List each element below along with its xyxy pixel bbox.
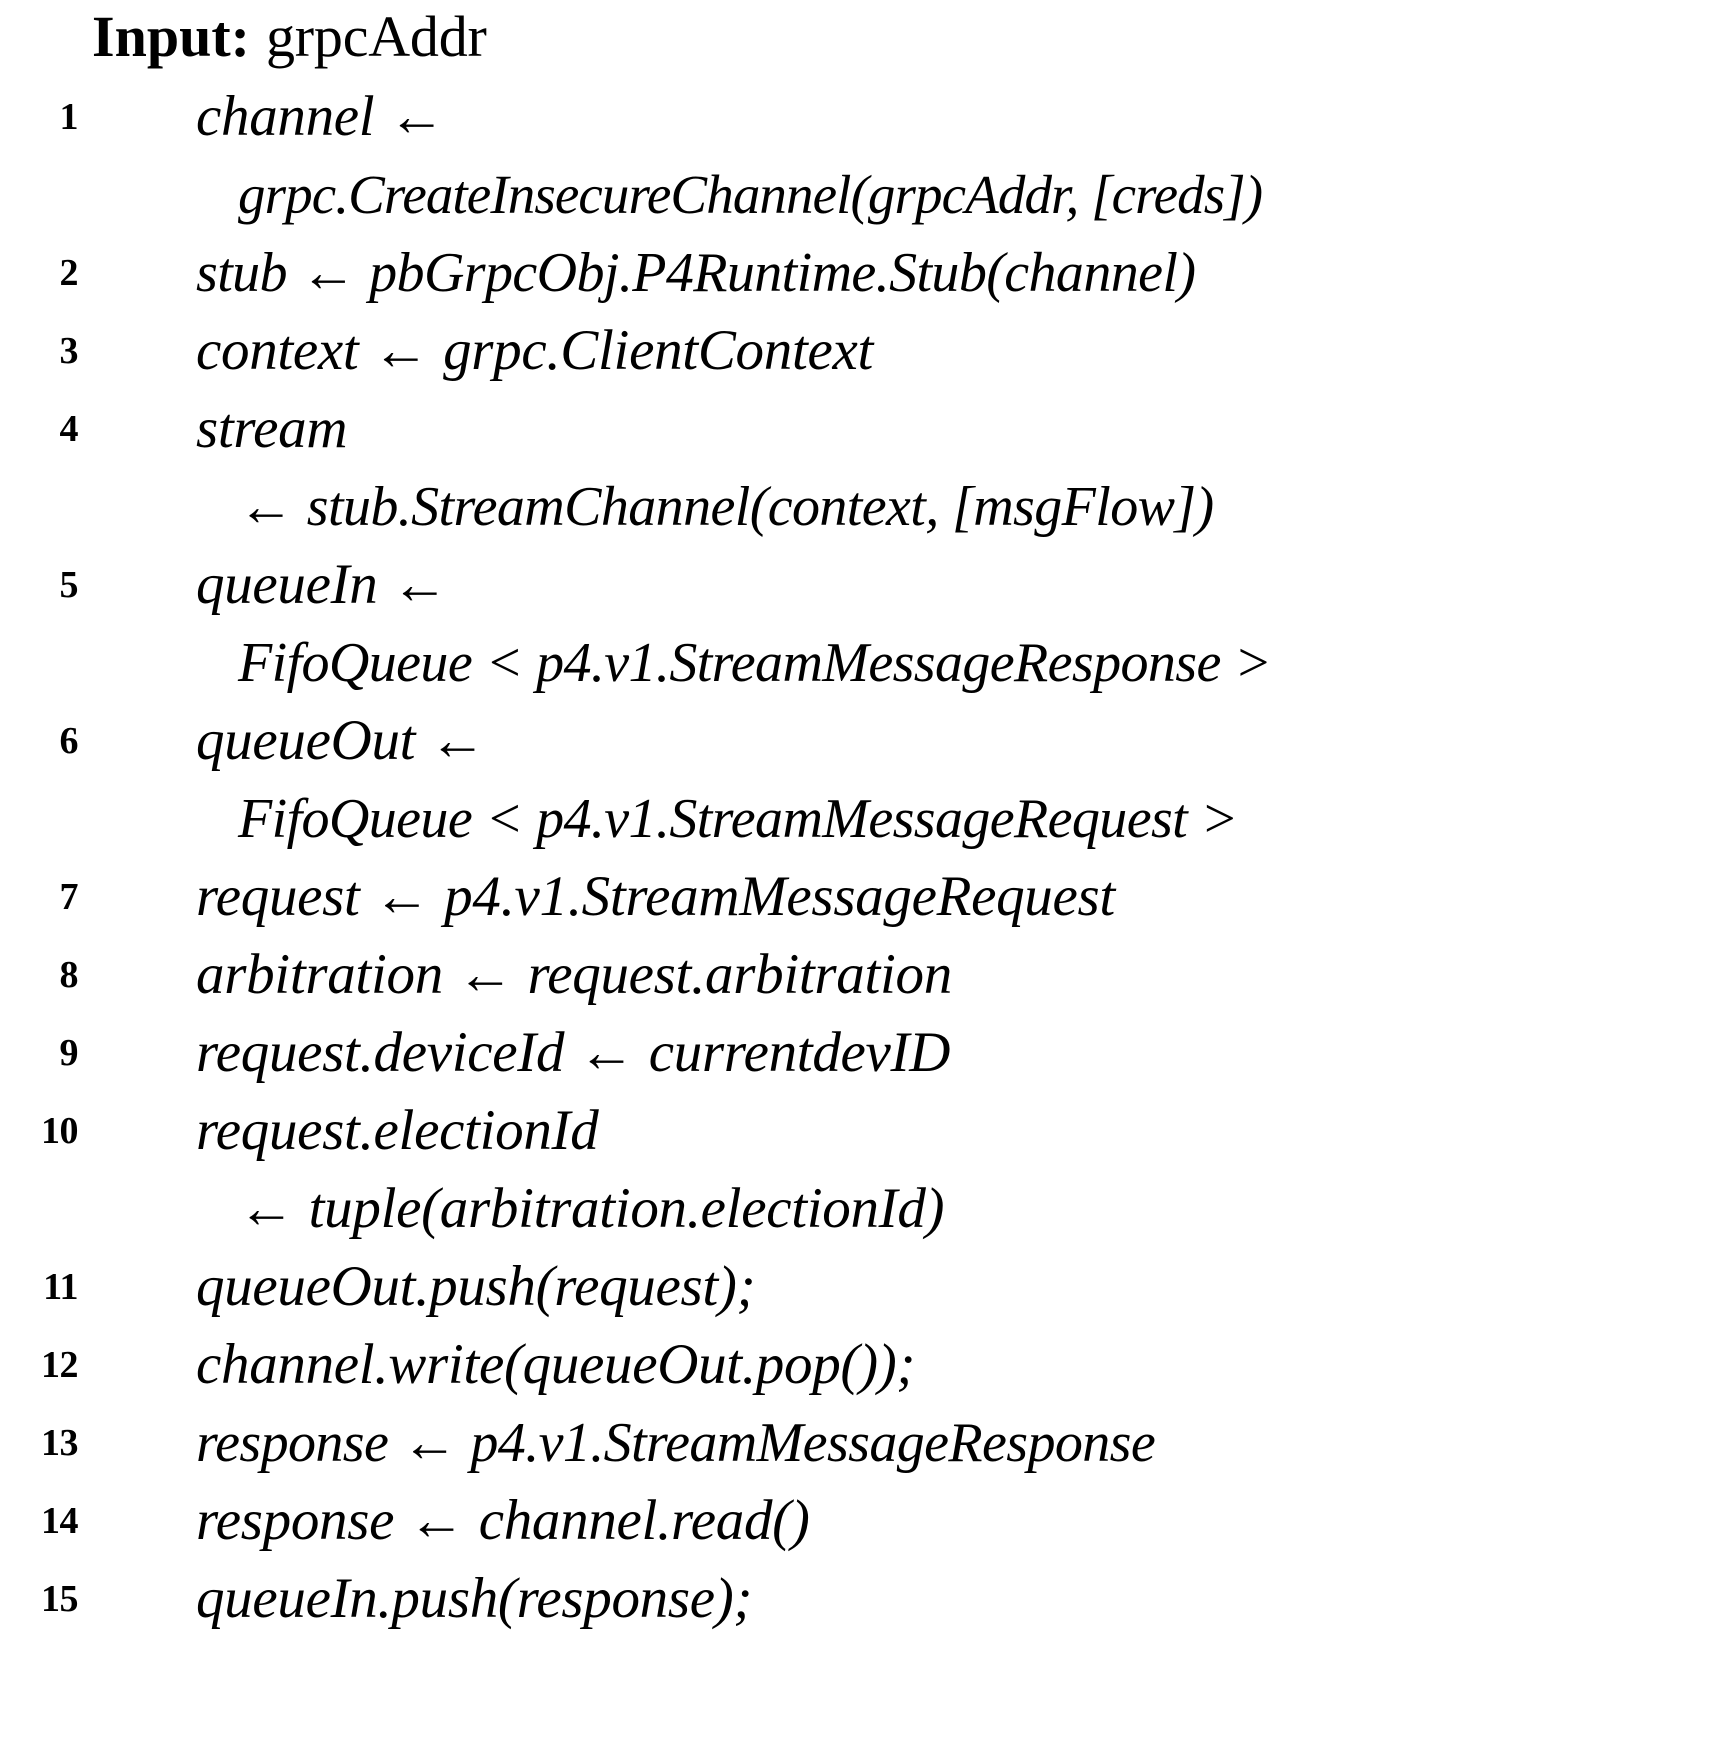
- step-code-line: request ← p4.v1.StreamMessageRequest: [196, 865, 1115, 928]
- step-line-number: 8: [59, 954, 79, 996]
- step-code-body: channel.write(queueOut.pop());: [78, 1326, 1734, 1404]
- algorithm-step-row: 15 queueIn.push(response);: [0, 1560, 1734, 1638]
- step-line-number: 1: [59, 96, 79, 138]
- step-code-body: request.deviceId ← currentdevID: [78, 1014, 1734, 1092]
- step-line-number: 6: [59, 720, 79, 762]
- step-code-body: stub ← pbGrpcObj.P4Runtime.Stub(channel): [78, 234, 1734, 312]
- step-code-line: response ← p4.v1.StreamMessageResponse: [196, 1412, 1156, 1474]
- step-code-continuation-line: ← stub.StreamChannel(context, [msgFlow]): [238, 476, 1214, 538]
- step-code-body: context ← grpc.ClientContext: [78, 312, 1734, 390]
- step-code-body: response ← channel.read(): [78, 1482, 1734, 1560]
- step-code-body: request ← p4.v1.StreamMessageRequest: [78, 858, 1734, 936]
- step-line-number: 13: [41, 1422, 79, 1464]
- step-code-line: queueIn ←: [196, 553, 449, 616]
- step-code-line: stub ← pbGrpcObj.P4Runtime.Stub(channel): [196, 242, 1196, 304]
- step-line-number: 11: [43, 1266, 78, 1308]
- step-code-line: request.electionId: [196, 1099, 599, 1162]
- step-line-number: 5: [59, 564, 79, 606]
- step-line-number: 10: [41, 1110, 79, 1152]
- algorithm-step-row: 7 request ← p4.v1.StreamMessageRequest: [0, 858, 1734, 936]
- algorithm-step-row: 8 arbitration ← request.arbitration: [0, 936, 1734, 1014]
- step-code-continuation-line: grpc.CreateInsecureChannel(grpcAddr, [cr…: [238, 164, 1263, 225]
- algorithm-step-row: 10 request.electionId ← tuple(arbitration.…: [0, 1092, 1734, 1248]
- step-code-line: request.deviceId ← currentdevID: [196, 1021, 951, 1084]
- step-code-line: queueOut ←: [196, 709, 486, 772]
- step-code-line: queueOut.push(request);: [196, 1255, 756, 1318]
- algorithm-step-row: 3 context ← grpc.ClientContext: [0, 312, 1734, 390]
- step-code-continuation-line: FifoQueue < p4.v1.StreamMessageResponse …: [238, 632, 1272, 694]
- step-code-line: queueIn.push(response);: [196, 1567, 753, 1630]
- step-line-number: 15: [41, 1578, 79, 1620]
- algorithm-input-header: Input:grpcAddr: [0, 0, 1734, 74]
- algorithm-step-row: 12 channel.write(queueOut.pop());: [0, 1326, 1734, 1404]
- algorithm-steps-list: 1 channel ← grpc.CreateInsecureChannel(grp…: [0, 78, 1734, 1638]
- step-line-number: 4: [59, 408, 79, 450]
- algorithm-step-row: 1 channel ← grpc.CreateInsecureChannel(grp…: [0, 78, 1734, 234]
- step-code-body: queueIn.push(response);: [78, 1560, 1734, 1638]
- algorithm-step-row: 4 stream ← stub.StreamChannel(context, [ms…: [0, 390, 1734, 546]
- step-code-continuation-line: FifoQueue < p4.v1.StreamMessageRequest >: [238, 788, 1238, 850]
- step-line-number: 9: [59, 1032, 79, 1074]
- step-code-line: channel.write(queueOut.pop());: [196, 1333, 916, 1396]
- step-code-line: arbitration ← request.arbitration: [196, 943, 952, 1006]
- step-code-body: stream ← stub.StreamChannel(context, [msg…: [78, 390, 1734, 546]
- algorithm-step-row: 11 queueOut.push(request);: [0, 1248, 1734, 1326]
- step-code-body: queueOut.push(request);: [78, 1248, 1734, 1326]
- algorithm-step-row: 9 request.deviceId ← currentdevID: [0, 1014, 1734, 1092]
- algorithm-step-row: 6 queueOut ← FifoQueue < p4.v1.StreamMessa…: [0, 702, 1734, 858]
- step-code-body: queueIn ← FifoQueue < p4.v1.StreamMessage…: [78, 546, 1734, 702]
- input-label: Input:: [92, 4, 250, 69]
- step-code-body: arbitration ← request.arbitration: [78, 936, 1734, 1014]
- step-line-number: 12: [41, 1344, 79, 1386]
- step-code-body: request.electionId ← tuple(arbitration.el…: [78, 1092, 1734, 1248]
- algorithm-step-row: 14 response ← channel.read(): [0, 1482, 1734, 1560]
- step-line-number: 3: [59, 330, 79, 372]
- algorithm-step-row: 5 queueIn ← FifoQueue < p4.v1.StreamMessag…: [0, 546, 1734, 702]
- algorithm-step-row: 2 stub ← pbGrpcObj.P4Runtime.Stub(channel…: [0, 234, 1734, 312]
- step-line-number: 2: [59, 252, 79, 294]
- step-code-line: channel ←: [196, 85, 445, 148]
- step-code-body: channel ← grpc.CreateInsecureChannel(grpc…: [78, 78, 1734, 234]
- step-code-line: context ← grpc.ClientContext: [196, 319, 874, 382]
- step-code-line: stream: [196, 397, 348, 460]
- step-code-body: queueOut ← FifoQueue < p4.v1.StreamMessag…: [78, 702, 1734, 858]
- step-line-number: 7: [59, 876, 79, 918]
- step-line-number: 14: [41, 1500, 79, 1542]
- step-code-body: response ← p4.v1.StreamMessageResponse: [78, 1404, 1734, 1482]
- step-code-continuation-line: ← tuple(arbitration.electionId): [238, 1177, 945, 1240]
- step-code-line: response ← channel.read(): [196, 1489, 810, 1552]
- input-parameter-name: grpcAddr: [265, 4, 487, 69]
- algorithm-step-row: 13 response ← p4.v1.StreamMessageResponse: [0, 1404, 1734, 1482]
